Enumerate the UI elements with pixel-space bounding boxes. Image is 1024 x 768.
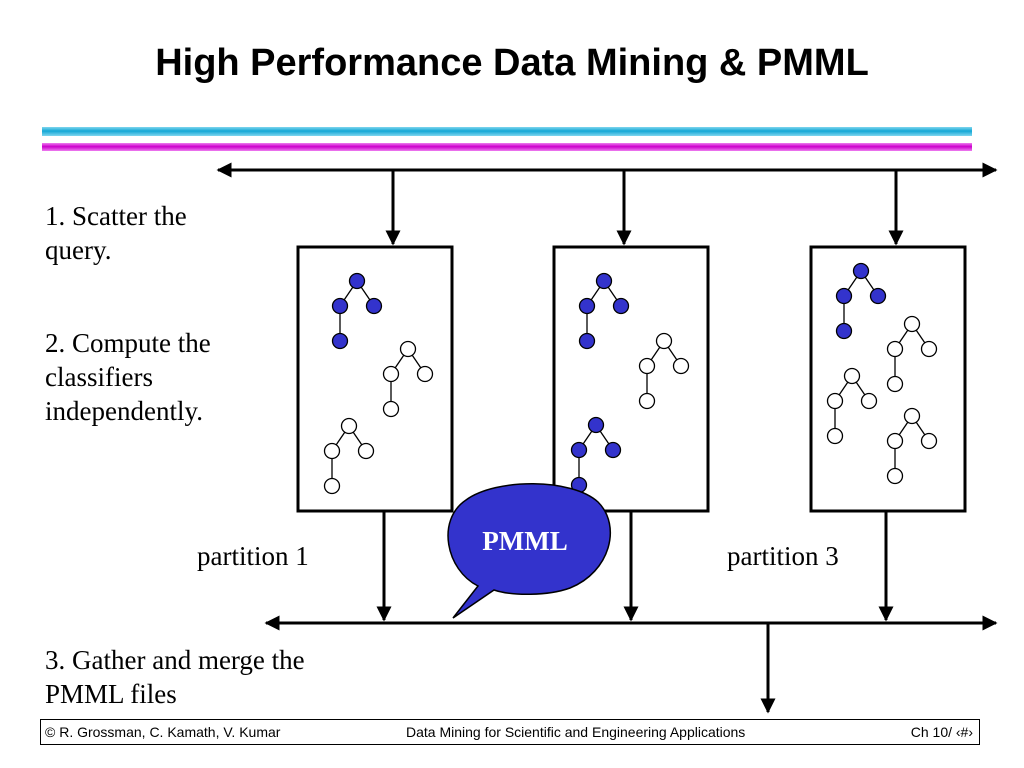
classifier-tree-pending [826, 367, 878, 445]
tree-node [340, 417, 358, 435]
classifier-tree-computed [835, 262, 887, 340]
tree-node [382, 400, 400, 418]
tree-node [365, 297, 383, 315]
pmml-speech-bubble [447, 483, 612, 619]
tree-node [843, 367, 861, 385]
tree-node [835, 322, 853, 340]
tree-node [595, 272, 613, 290]
tree-node [638, 357, 656, 375]
footer-authors: © R. Grossman, C. Kamath, V. Kumar [45, 724, 281, 740]
partition-1-label: partition 1 [197, 541, 309, 571]
tree-node [357, 442, 375, 460]
step-compute: 2. Compute the classifiers independently… [45, 327, 211, 428]
classifier-tree-computed [570, 416, 622, 494]
tree-node [920, 340, 938, 358]
tree-node [920, 432, 938, 450]
tree-node [416, 365, 434, 383]
tree-node [826, 427, 844, 445]
slide-title: High Performance Data Mining & PMML [155, 42, 869, 84]
footer-page-number: Ch 10/ ‹#› [910, 724, 973, 740]
partition-box-3 [809, 245, 967, 513]
tree-node [604, 441, 622, 459]
step-scatter: 1. Scatter the query. [45, 200, 187, 268]
classifier-tree-pending [886, 407, 938, 485]
tree-node [570, 441, 588, 459]
classifier-tree-computed [578, 272, 630, 350]
tree-node [638, 392, 656, 410]
classifier-tree-pending [638, 332, 690, 410]
tree-node [903, 315, 921, 333]
step-gather: 3. Gather and merge the PMML files [45, 644, 305, 712]
tree-node [826, 392, 844, 410]
tree-node [655, 332, 673, 350]
tree-node [323, 442, 341, 460]
slide-footer: © R. Grossman, C. Kamath, V. Kumar Data … [40, 719, 980, 745]
tree-node [587, 416, 605, 434]
tree-node [672, 357, 690, 375]
tree-node [323, 477, 341, 495]
tree-node [578, 297, 596, 315]
tree-node [852, 262, 870, 280]
tree-node [886, 375, 904, 393]
step-gather-line-1: 3. Gather and merge the [45, 645, 305, 675]
classifier-tree-pending [323, 417, 375, 495]
step-compute-line-1: 2. Compute the [45, 328, 211, 358]
footer-course-title: Data Mining for Scientific and Engineeri… [406, 724, 746, 740]
title-divider-cyan [42, 127, 972, 136]
tree-node [578, 332, 596, 350]
title-divider-magenta [42, 143, 972, 151]
partition-box-2 [552, 245, 710, 513]
tree-node [903, 407, 921, 425]
classifier-tree-computed [331, 272, 383, 350]
tree-node [860, 392, 878, 410]
tree-node [331, 332, 349, 350]
step-scatter-line-2: query. [45, 234, 112, 265]
tree-node [886, 467, 904, 485]
tree-node [869, 287, 887, 305]
step-gather-line-2: PMML files [45, 678, 177, 709]
pmml-bubble-label: PMML [482, 526, 568, 556]
classifier-tree-pending [382, 340, 434, 418]
partition-3-label: partition 3 [727, 541, 839, 571]
step-scatter-line-1: 1. Scatter the [45, 201, 187, 231]
tree-node [348, 272, 366, 290]
classifier-tree-pending [886, 315, 938, 393]
tree-node [399, 340, 417, 358]
tree-node [382, 365, 400, 383]
step-compute-line-3: independently. [45, 395, 203, 426]
tree-node [612, 297, 630, 315]
tree-node [835, 287, 853, 305]
tree-node [886, 432, 904, 450]
tree-node [331, 297, 349, 315]
step-compute-line-2: classifiers [45, 361, 153, 392]
tree-node [886, 340, 904, 358]
